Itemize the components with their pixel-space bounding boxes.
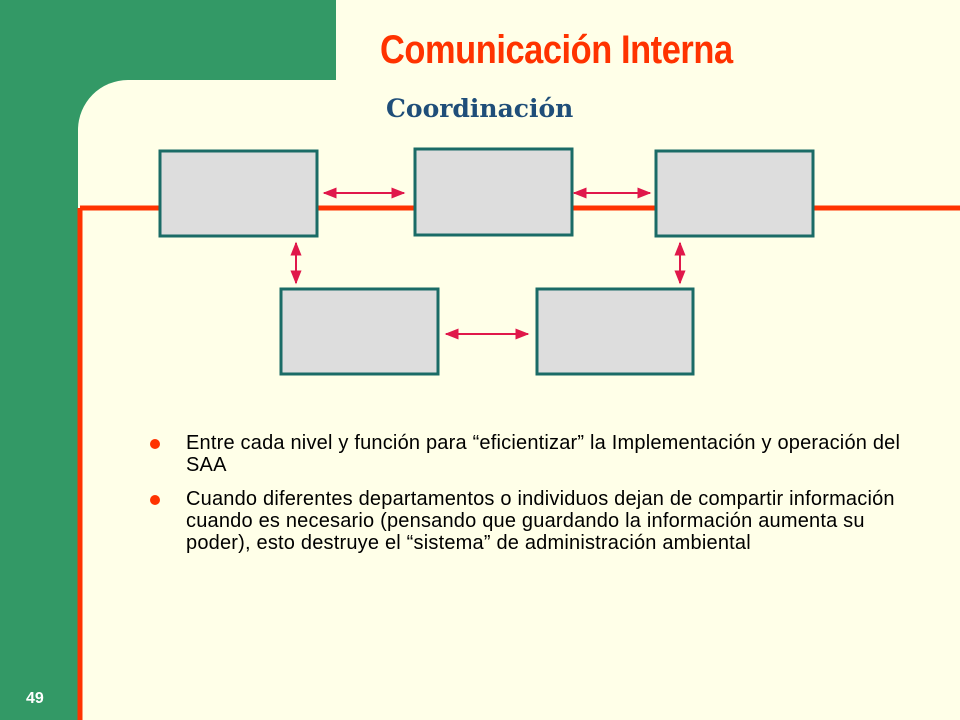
box-top-center xyxy=(413,147,574,237)
box-top-right xyxy=(654,149,815,238)
bullet-text: Cuando diferentes departamentos o indivi… xyxy=(186,488,895,554)
left-green-band xyxy=(0,0,78,720)
slide-subtitle: Coordinación xyxy=(386,94,574,123)
bullet-dot-icon xyxy=(150,495,160,505)
page-number: 49 xyxy=(26,690,44,707)
bullet-text: Entre cada nivel y función para “eficien… xyxy=(186,432,901,476)
bullet-item: Entre cada nivel y función para “eficien… xyxy=(148,432,928,476)
box-bottom-right xyxy=(535,287,695,376)
box-bottom-left xyxy=(279,287,440,376)
bullet-dot-icon xyxy=(150,439,160,449)
bullet-item: Cuando diferentes departamentos o indivi… xyxy=(148,488,928,554)
bullet-list: Entre cada nivel y función para “eficien… xyxy=(148,432,928,566)
slide-title: Comunicación Interna xyxy=(380,28,733,72)
box-top-left xyxy=(158,149,319,238)
top-green-band xyxy=(0,0,336,80)
